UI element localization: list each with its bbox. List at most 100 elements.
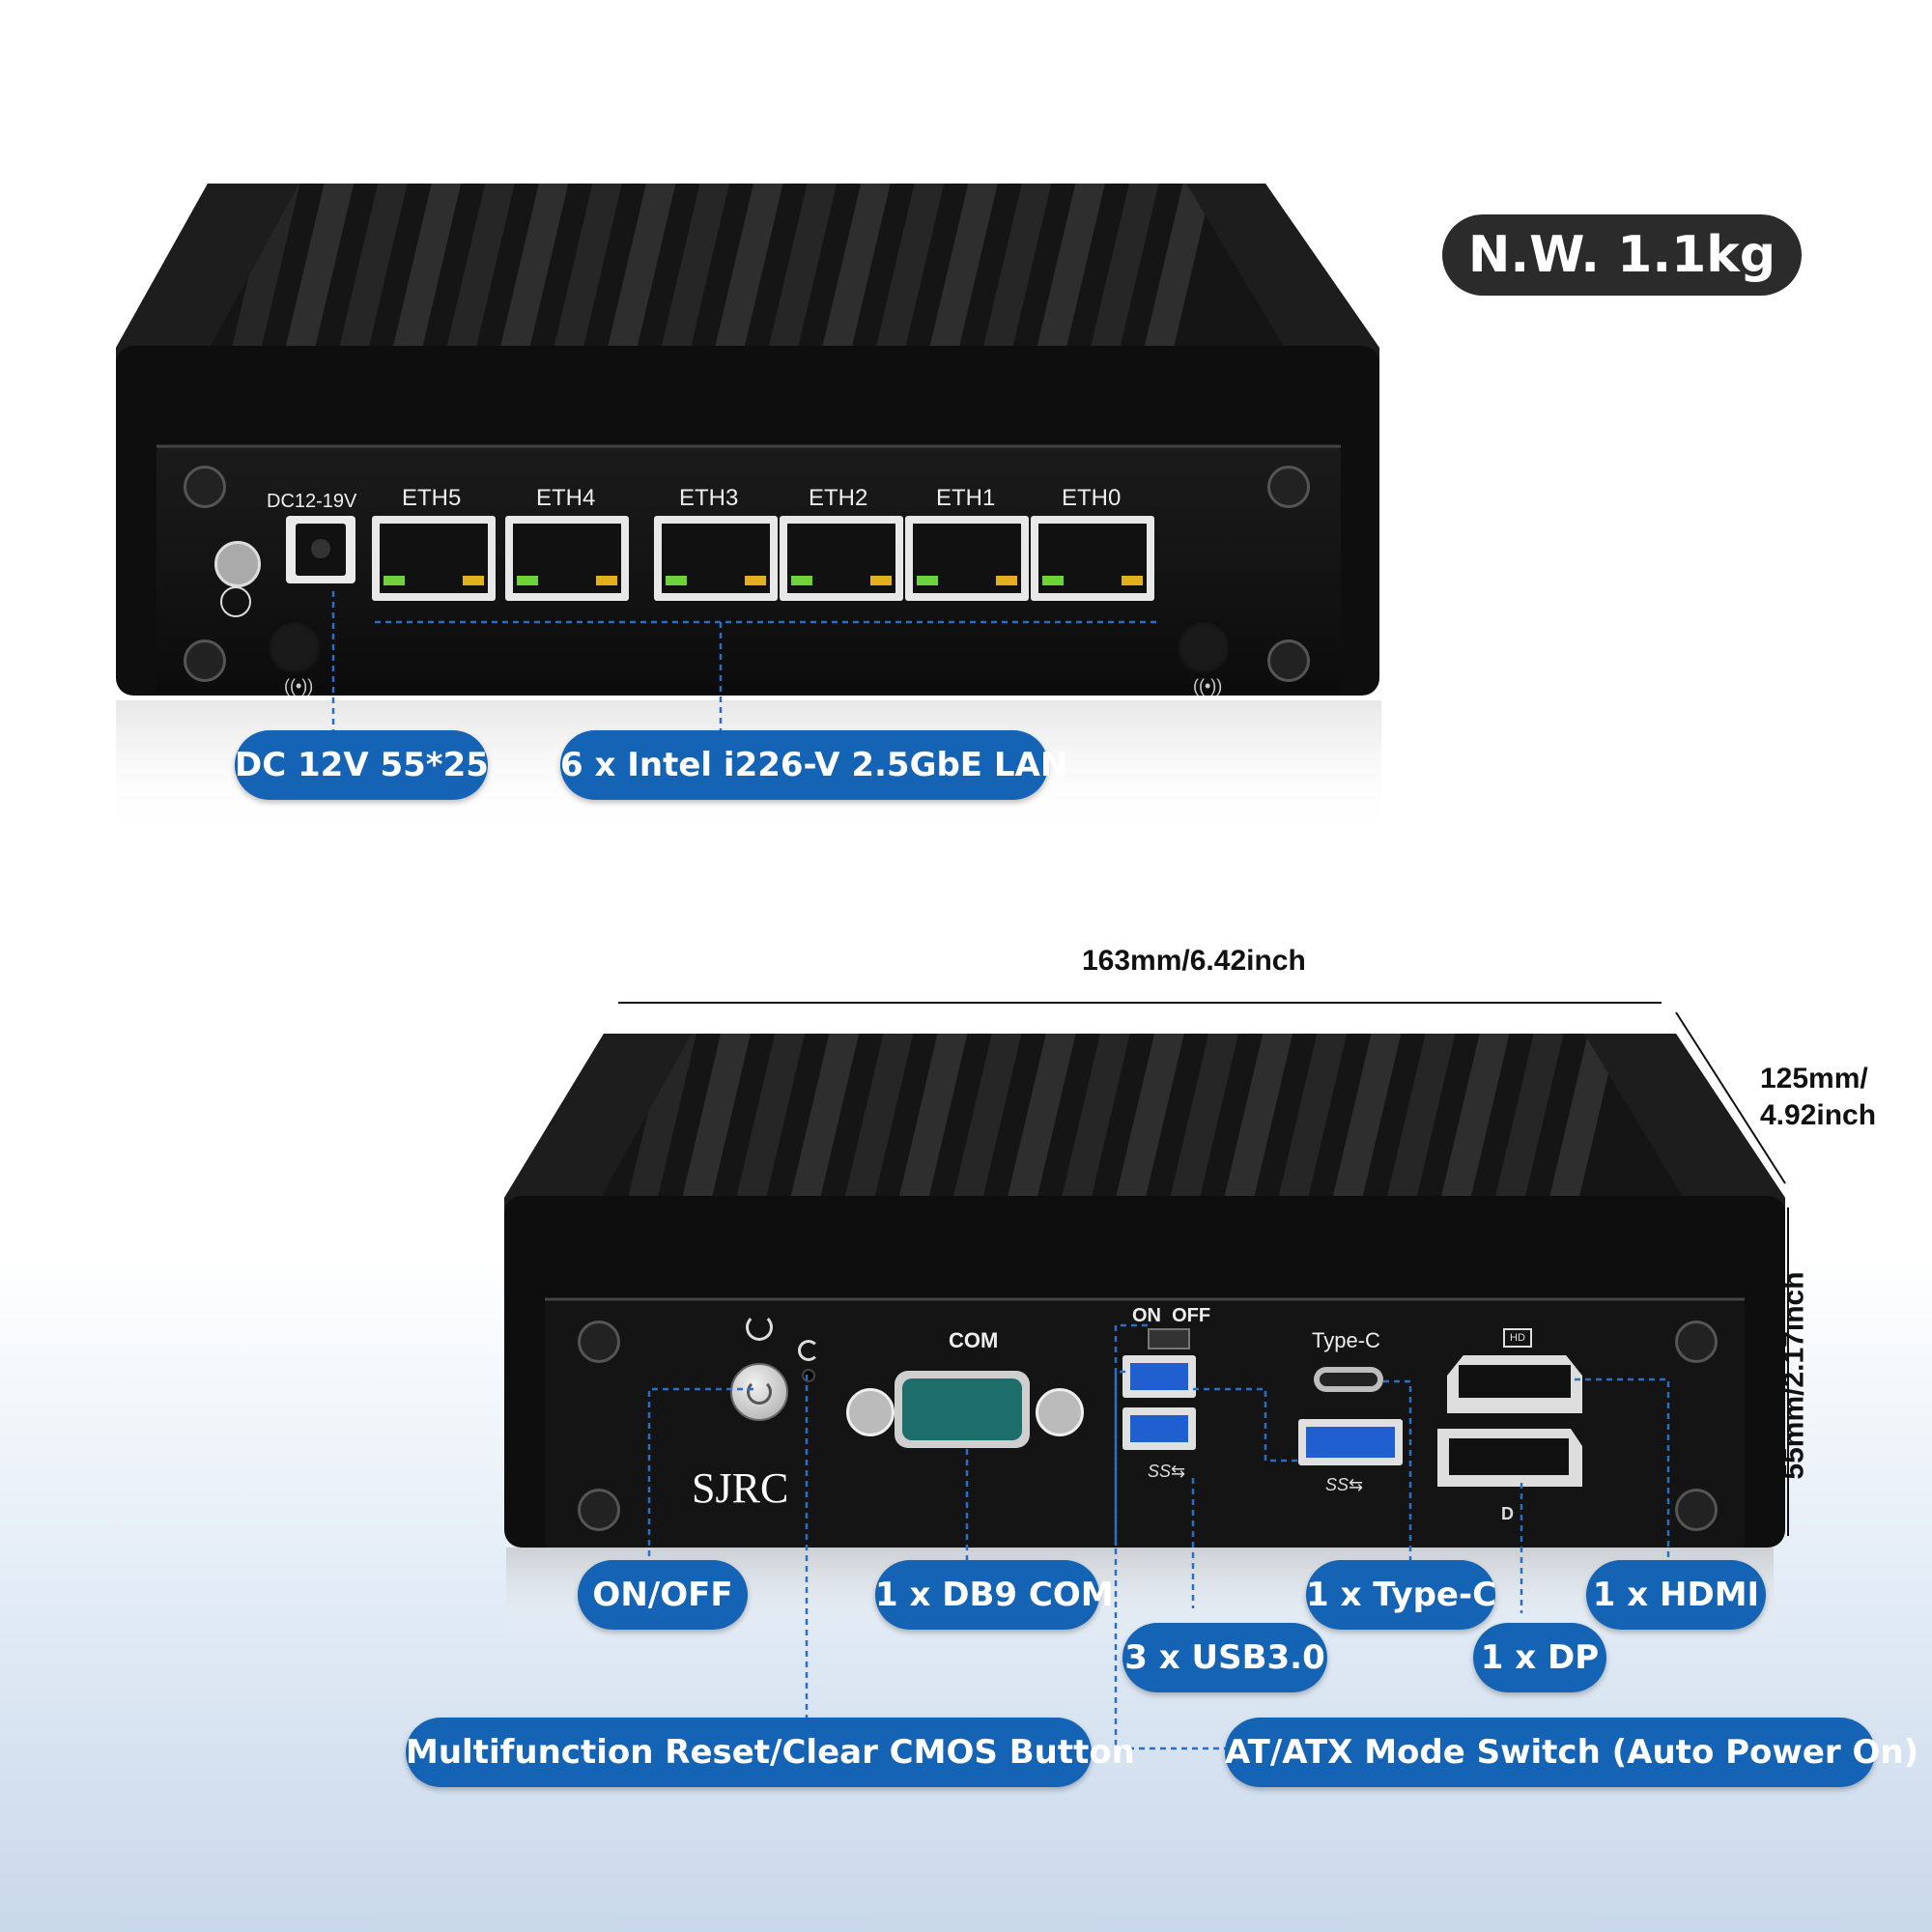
dp-port[interactable] bbox=[1437, 1429, 1582, 1487]
displayport-icon: D bbox=[1501, 1504, 1514, 1523]
eth3-port[interactable] bbox=[654, 516, 778, 601]
lan-callout: 6 x Intel i226-V 2.5GbE LAN bbox=[560, 730, 1067, 800]
weight-badge: N.W. 1.1kg bbox=[1442, 214, 1802, 296]
power-symbol-icon bbox=[746, 1314, 773, 1341]
hdmi-callout: 1 x HDMI bbox=[1586, 1560, 1766, 1630]
screw-icon bbox=[1267, 639, 1310, 682]
screw-icon bbox=[578, 1321, 620, 1363]
heatsink-fin bbox=[822, 184, 891, 348]
heatsink-fin bbox=[982, 184, 1052, 348]
usb-ss-icon: SS⇆ bbox=[1148, 1462, 1186, 1481]
heatsink-fin bbox=[607, 184, 676, 348]
heatsink-fin bbox=[285, 184, 355, 348]
heatsink-fin bbox=[1494, 1034, 1564, 1198]
ground-symbol-icon bbox=[220, 586, 251, 617]
power-button[interactable] bbox=[730, 1363, 788, 1421]
heatsink-fin bbox=[1278, 1034, 1348, 1198]
antenna-port bbox=[268, 620, 322, 674]
heatsink-fin bbox=[844, 1034, 914, 1198]
depth-dimension-line1: 125mm/ bbox=[1760, 1063, 1868, 1094]
reset-symbol-icon bbox=[798, 1340, 819, 1361]
typec-callout: 1 x Type-C bbox=[1306, 1560, 1496, 1630]
heatsink-fin bbox=[232, 184, 300, 348]
typec-label: Type-C bbox=[1312, 1328, 1380, 1352]
heatsink-fin bbox=[929, 184, 998, 348]
ground-screw-icon bbox=[214, 541, 261, 587]
heatsink-fin bbox=[790, 1034, 860, 1198]
heatsink-fin bbox=[1116, 1034, 1184, 1198]
dc-power-jack[interactable] bbox=[286, 516, 355, 583]
reset-button[interactable] bbox=[802, 1369, 815, 1382]
heatsink-fin bbox=[1037, 184, 1105, 348]
eth3-label: ETH3 bbox=[679, 485, 739, 511]
usb3-port-single[interactable] bbox=[1298, 1419, 1403, 1465]
eth2-port[interactable] bbox=[780, 516, 903, 601]
heatsink-fin bbox=[392, 184, 462, 348]
eth5-label: ETH5 bbox=[402, 485, 462, 511]
heatsink-fin bbox=[1061, 1034, 1130, 1198]
heatsink-fin bbox=[952, 1034, 1022, 1198]
heatsink-fin bbox=[1440, 1034, 1510, 1198]
at-atx-switch[interactable] bbox=[1148, 1328, 1190, 1350]
screw-icon bbox=[184, 639, 226, 682]
dp-callout: 1 x DP bbox=[1473, 1623, 1606, 1692]
usb3-port-top[interactable] bbox=[1122, 1355, 1196, 1398]
heatsink-fin bbox=[1170, 1034, 1238, 1198]
at-atx-switch-label: ON OFF bbox=[1132, 1305, 1211, 1326]
usb-callout: 3 x USB3.0 bbox=[1122, 1623, 1327, 1692]
heatsink-fin bbox=[898, 1034, 968, 1198]
wifi-antenna-icon: ((•)) bbox=[284, 676, 314, 696]
heatsink-fin bbox=[1332, 1034, 1402, 1198]
eth1-port[interactable] bbox=[905, 516, 1029, 601]
heatsink-fin bbox=[715, 184, 783, 348]
com-callout: 1 x DB9 COM bbox=[875, 1560, 1114, 1630]
usb-ss-icon: SS⇆ bbox=[1325, 1475, 1364, 1494]
heatsink-fin bbox=[1144, 184, 1212, 348]
com-screw-right bbox=[1036, 1388, 1084, 1436]
heatsink-fin bbox=[628, 1034, 696, 1198]
heatsink-fin bbox=[1386, 1034, 1456, 1198]
depth-dimension-line2: 4.92inch bbox=[1760, 1099, 1877, 1131]
brand-logo: SJRC bbox=[692, 1464, 789, 1512]
eth5-port[interactable] bbox=[372, 516, 496, 601]
eth2-label: ETH2 bbox=[809, 485, 868, 511]
hdmi-icon: HD bbox=[1503, 1328, 1532, 1348]
onoff-callout: ON/OFF bbox=[578, 1560, 748, 1630]
dc-callout: DC 12V 55*25 bbox=[235, 730, 489, 800]
wifi-antenna-icon: ((•)) bbox=[1193, 676, 1223, 696]
eth0-port[interactable] bbox=[1031, 516, 1154, 601]
eth4-label: ETH4 bbox=[536, 485, 596, 511]
eth0-label: ETH0 bbox=[1062, 485, 1122, 511]
screw-icon bbox=[184, 466, 226, 508]
heatsink-fin bbox=[875, 184, 945, 348]
heatsink-fin bbox=[1007, 1034, 1076, 1198]
top-leader-lines bbox=[331, 591, 1159, 734]
typec-port[interactable] bbox=[1314, 1367, 1383, 1392]
atx-callout: AT/ATX Mode Switch (Auto Power On) bbox=[1225, 1718, 1918, 1787]
heatsink-fin bbox=[736, 1034, 806, 1198]
power-icon bbox=[747, 1379, 772, 1405]
heatsink-fin bbox=[446, 184, 515, 348]
com-label: COM bbox=[949, 1328, 999, 1352]
usb3-port-middle[interactable] bbox=[1122, 1407, 1196, 1450]
heatsink-fin bbox=[339, 184, 408, 348]
heatsink-fin bbox=[1224, 1034, 1293, 1198]
hdmi-port[interactable] bbox=[1447, 1355, 1582, 1413]
screw-icon bbox=[1675, 1321, 1718, 1363]
screw-icon bbox=[1675, 1489, 1718, 1531]
heatsink-fin bbox=[1548, 1034, 1618, 1198]
heatsink-fin bbox=[554, 184, 622, 348]
top-front-panel: DC12-19V ((•)) ((•)) ETH5 ETH4 ETH3 ETH2… bbox=[156, 446, 1341, 696]
bottom-front-panel: SJRC COM ON OFF SS⇆ Type-C SS⇆ HD D bbox=[545, 1299, 1745, 1548]
com-screw-left bbox=[846, 1388, 895, 1436]
width-dimension: 163mm/6.42inch bbox=[1082, 945, 1306, 977]
db9-com-port[interactable] bbox=[846, 1371, 1084, 1448]
heatsink-fin bbox=[499, 184, 569, 348]
eth4-port[interactable] bbox=[505, 516, 629, 601]
antenna-port bbox=[1177, 620, 1231, 674]
eth1-label: ETH1 bbox=[936, 485, 996, 511]
heatsink-fin bbox=[682, 1034, 751, 1198]
heatsink-fin bbox=[661, 184, 729, 348]
